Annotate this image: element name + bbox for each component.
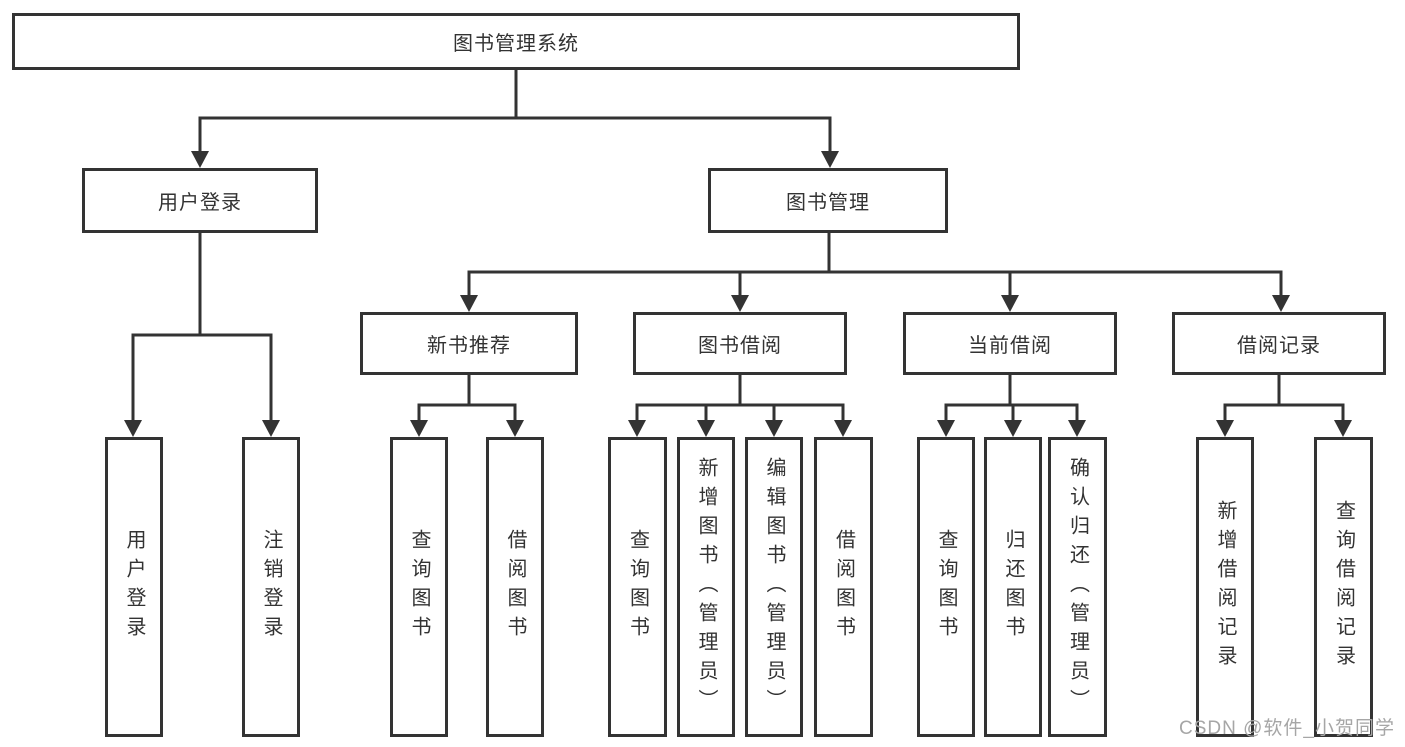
leaf-user-login-label: 用户登录	[123, 529, 145, 645]
leaf-query-borrow-record-label: 查询借阅记录	[1332, 500, 1355, 674]
leaf-borrow-books: 借阅图书	[814, 437, 873, 737]
leaf-logout-label: 注销登录	[260, 529, 282, 645]
leaf-query-books-borrow: 查询图书	[608, 437, 667, 737]
node-book-management-label: 图书管理	[786, 192, 870, 214]
leaf-return-books-label: 归还图书	[1002, 529, 1024, 645]
leaf-query-books-recommend-label: 查询图书	[408, 529, 430, 645]
leaf-query-books-current: 查询图书	[917, 437, 975, 737]
node-book-management: 图书管理	[708, 168, 948, 233]
arrow-head-icons	[124, 151, 1352, 437]
csdn-watermark: CSDN @软件_小贺同学	[1179, 718, 1395, 739]
leaf-query-books-borrow-label: 查询图书	[626, 529, 649, 645]
node-current-borrow-label: 当前借阅	[968, 335, 1052, 357]
leaf-confirm-return-admin-label: 确认归还（管理员）	[1066, 456, 1089, 718]
leaf-query-books-current-label: 查询图书	[935, 529, 957, 645]
leaf-return-books: 归还图书	[984, 437, 1042, 737]
leaf-add-borrow-record-label: 新增借阅记录	[1214, 500, 1236, 674]
leaf-confirm-return-admin: 确认归还（管理员）	[1048, 437, 1107, 737]
node-current-borrow: 当前借阅	[903, 312, 1117, 375]
node-new-book-recommend-label: 新书推荐	[427, 335, 511, 357]
leaf-edit-books-admin: 编辑图书（管理员）	[745, 437, 803, 737]
leaf-borrow-books-recommend-label: 借阅图书	[504, 529, 526, 645]
node-book-borrow-label: 图书借阅	[698, 335, 782, 357]
leaf-add-books-admin: 新增图书（管理员）	[677, 437, 735, 737]
node-user-login-label: 用户登录	[158, 192, 242, 214]
leaf-add-borrow-record: 新增借阅记录	[1196, 437, 1254, 737]
leaf-edit-books-admin-label: 编辑图书（管理员）	[763, 456, 785, 718]
leaf-borrow-books-label: 借阅图书	[832, 529, 855, 645]
node-borrow-record: 借阅记录	[1172, 312, 1386, 375]
node-new-book-recommend: 新书推荐	[360, 312, 578, 375]
node-library-system-label: 图书管理系统	[453, 33, 579, 55]
node-borrow-record-label: 借阅记录	[1237, 335, 1321, 357]
node-user-login: 用户登录	[82, 168, 318, 233]
leaf-add-books-admin-label: 新增图书（管理员）	[695, 456, 717, 718]
leaf-user-login: 用户登录	[105, 437, 163, 737]
node-library-system: 图书管理系统	[12, 13, 1020, 70]
leaf-query-books-recommend: 查询图书	[390, 437, 448, 737]
node-book-borrow: 图书借阅	[633, 312, 847, 375]
leaf-query-borrow-record: 查询借阅记录	[1314, 437, 1373, 737]
leaf-logout: 注销登录	[242, 437, 300, 737]
leaf-borrow-books-recommend: 借阅图书	[486, 437, 544, 737]
